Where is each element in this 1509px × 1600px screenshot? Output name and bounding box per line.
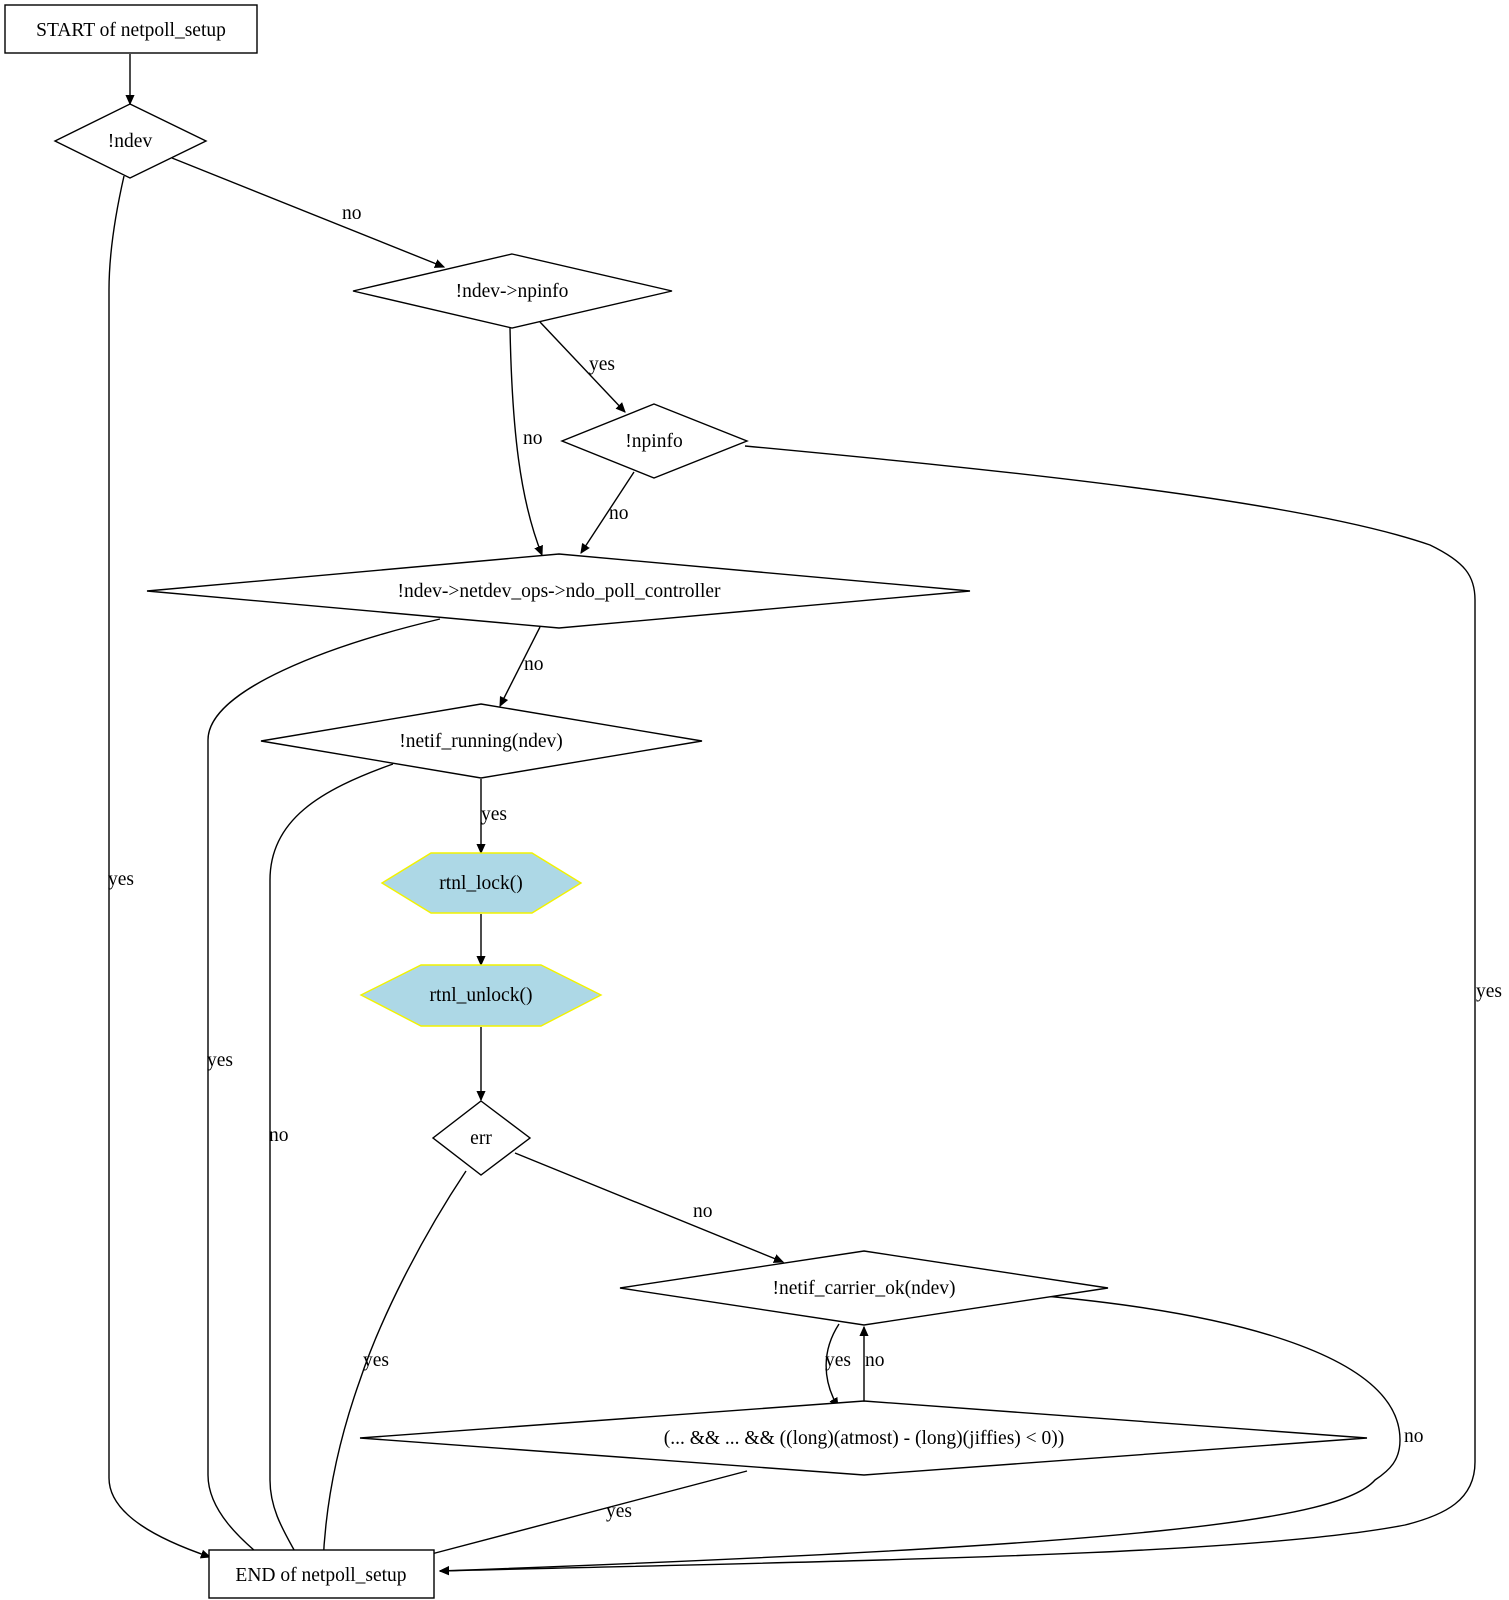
edge-label-atmost-no: no [865, 1350, 885, 1371]
edge-poll-yes: yes [207, 618, 441, 1565]
edge-atmost-no: no [864, 1327, 885, 1404]
edge-npinfo-field-no: no [509, 327, 543, 555]
node-start-label: START of netpoll_setup [36, 20, 226, 41]
edge-label-npinfo-no: no [609, 503, 629, 524]
node-rtnl-unlock[interactable]: rtnl_unlock() [359, 964, 603, 1027]
edge-running-yes: yes [481, 779, 507, 853]
edge-label-npinfo-yes: yes [1476, 981, 1502, 1002]
edge-label-running-no: no [269, 1125, 289, 1146]
edge-err-no: no [514, 1152, 783, 1262]
node-end-label: END of netpoll_setup [235, 1565, 406, 1586]
node-atmost-label: (... && ... && ((long)(atmost) - (long)(… [664, 1428, 1065, 1449]
edge-err-yes: yes [323, 1170, 467, 1565]
node-npinfo-label: !npinfo [625, 431, 682, 452]
edge-label-ndev-yes: yes [108, 869, 134, 890]
node-err[interactable]: err [431, 1100, 532, 1176]
edge-carrier-no: no [440, 1295, 1424, 1571]
edges: no yes yes no no yes no yes [108, 54, 1502, 1571]
edge-npinfo-yes: yes [440, 445, 1502, 1571]
node-rtnl-unlock-label: rtnl_unlock() [430, 985, 533, 1006]
edge-npinfo-field-yes: yes [539, 321, 625, 412]
edge-label-poll-yes: yes [207, 1050, 233, 1071]
edge-npinfo-no: no [581, 471, 635, 553]
node-ndev[interactable]: !ndev [53, 103, 208, 179]
node-npinfo[interactable]: !npinfo [560, 403, 749, 479]
edge-label-carrier-yes: yes [825, 1350, 851, 1371]
node-npinfo-field-label: !ndev->npinfo [456, 281, 569, 302]
edge-carrier-yes: yes [825, 1323, 851, 1407]
edge-label-ndev-no: no [342, 203, 362, 224]
edge-label-carrier-no: no [1404, 1426, 1424, 1447]
edge-label-atmost-yes: yes [606, 1501, 632, 1522]
node-npinfo-field[interactable]: !ndev->npinfo [352, 253, 673, 329]
edge-label-running-yes: yes [481, 804, 507, 825]
edge-label-npinfo-field-yes: yes [589, 354, 615, 375]
node-carrier-ok[interactable]: !netif_carrier_ok(ndev) [619, 1250, 1109, 1326]
node-netif-running[interactable]: !netif_running(ndev) [260, 703, 703, 779]
edge-ndev-yes: yes [108, 175, 210, 1557]
edge-atmost-yes: yes [420, 1470, 748, 1557]
edge-label-err-no: no [693, 1201, 713, 1222]
node-poll-controller-label: !ndev->netdev_ops->ndo_poll_controller [397, 581, 721, 602]
node-rtnl-lock[interactable]: rtnl_lock() [380, 852, 583, 914]
node-atmost[interactable]: (... && ... && ((long)(atmost) - (long)(… [359, 1400, 1368, 1476]
edge-label-npinfo-field-no: no [523, 428, 543, 449]
edge-label-poll-no: no [524, 654, 544, 675]
edge-label-err-yes: yes [363, 1350, 389, 1371]
node-carrier-ok-label: !netif_carrier_ok(ndev) [773, 1278, 956, 1299]
edge-poll-no: no [499, 626, 544, 706]
node-err-label: err [470, 1128, 492, 1149]
node-netif-running-label: !netif_running(ndev) [399, 731, 563, 752]
node-poll-controller[interactable]: !ndev->netdev_ops->ndo_poll_controller [146, 553, 971, 629]
node-rtnl-lock-label: rtnl_lock() [439, 873, 522, 894]
node-ndev-label: !ndev [108, 131, 153, 152]
node-end[interactable]: END of netpoll_setup [208, 1549, 435, 1599]
node-start[interactable]: START of netpoll_setup [4, 4, 258, 54]
edge-ndev-no: no [171, 157, 444, 267]
nodes: START of netpoll_setup !ndev !ndev->npin… [4, 4, 1368, 1599]
edge-running-no: no [269, 763, 394, 1565]
